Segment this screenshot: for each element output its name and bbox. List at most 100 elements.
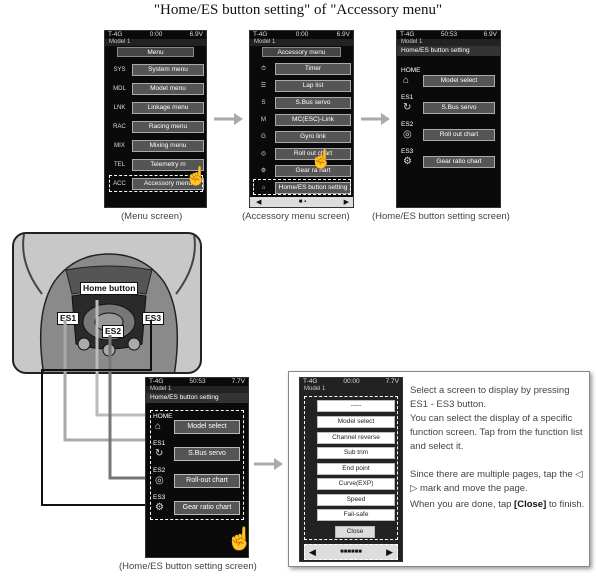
arrow-right-icon xyxy=(361,113,390,125)
es-assign-button[interactable]: Model select xyxy=(423,75,495,87)
accessory-item-button[interactable]: MC(ESC)-Link xyxy=(275,114,351,126)
menu-item-button[interactable]: System menu xyxy=(132,64,204,76)
accessory-item-button[interactable]: Lap list xyxy=(275,80,351,92)
menu-item-button[interactable]: Accessory menu xyxy=(132,178,204,190)
accessory-row[interactable]: ◎Roll out chart xyxy=(255,148,351,160)
menu-item-button[interactable]: Racing menu xyxy=(132,121,204,133)
es-assign-button[interactable]: Roll out chart xyxy=(423,129,495,141)
es-group-icon: ⚙ xyxy=(155,502,164,513)
gyro-icon: G xyxy=(261,133,266,140)
instruction-select-screen: Select a screen to display by pressing E… xyxy=(410,385,570,410)
function-item[interactable]: End point xyxy=(317,462,395,475)
prev-page-icon[interactable]: ◀ xyxy=(309,546,316,557)
screen-header: Home/ES button setting xyxy=(146,393,248,403)
function-list-screen: T-4G 00:00 7.7V Model 1 ----- Model sele… xyxy=(299,377,403,562)
status-model-type: T-4G xyxy=(108,31,123,38)
menu-item-button[interactable]: Model menu xyxy=(132,83,204,95)
timer-icon: ⏱ xyxy=(261,65,266,72)
accessory-screen-caption: (Accessory menu screen) xyxy=(242,211,350,222)
home-icon: ⌂ xyxy=(261,184,266,191)
menu-item-icon: RAC xyxy=(113,123,126,130)
instruction-pages: Since there are multiple pages, tap the … xyxy=(410,468,585,496)
menu-item-button[interactable]: Telemetry m xyxy=(132,159,204,171)
es-group-icon: ⌂ xyxy=(403,75,410,86)
status-model-type: T-4G xyxy=(400,31,415,38)
accessory-item-button[interactable]: Roll out chart xyxy=(275,148,351,160)
next-page-icon[interactable]: ▶ xyxy=(343,199,349,206)
arrow-right-icon xyxy=(254,458,283,470)
function-item[interactable]: Fail-safe xyxy=(317,509,395,521)
accessory-item-button[interactable]: Gear ra hart xyxy=(275,165,351,177)
menu-item-button[interactable]: Mixing menu xyxy=(132,140,204,152)
es-assign-button[interactable]: Roll-out chart xyxy=(174,474,240,488)
arrow-right-icon xyxy=(214,113,243,125)
es-group-label: ES2 xyxy=(401,121,414,128)
es-assign-button[interactable]: Gear ratio chart xyxy=(174,501,240,515)
es1-label: ES1 xyxy=(57,312,80,325)
es-group-icon: ◎ xyxy=(155,475,164,486)
menu-item-icon: ACC xyxy=(113,180,126,187)
home-button-label: Home button xyxy=(80,282,139,295)
hand-pointer-icon: ☝ xyxy=(185,166,207,186)
es-group-label: ES2 xyxy=(153,467,166,474)
menu-row[interactable]: LNK Linkage menu xyxy=(111,102,204,114)
accessory-row[interactable]: ⚙ Gear ra hart xyxy=(255,165,351,177)
status-model-type: T-4G xyxy=(149,378,164,385)
page-nav-bar: ◀ ■■■■■■ ▶ xyxy=(304,544,398,560)
es-assign-button[interactable]: S.Bus servo xyxy=(174,447,240,461)
es-assign-button[interactable]: Gear ratio chart xyxy=(423,156,495,168)
status-voltage: 6.9V xyxy=(336,31,350,38)
function-item-none[interactable]: ----- xyxy=(317,400,395,412)
menu-row[interactable]: RAC Racing menu xyxy=(111,121,204,133)
menu-item-icon: TEL xyxy=(113,161,125,168)
es-group-label: ES1 xyxy=(153,440,166,447)
accessory-row[interactable]: G Gyro link xyxy=(255,131,351,143)
status-voltage: 7.7V xyxy=(385,378,399,385)
accessory-item-button[interactable]: S.Bus servo xyxy=(275,97,351,109)
accessory-screen: T-4G 0:00 6.9V Model 1 Accessory menu ⏱T… xyxy=(249,30,354,208)
status-timer: 00:00 xyxy=(343,378,360,385)
instruction-close: When you are done, tap [Close] to finish… xyxy=(410,498,585,512)
function-list-frame xyxy=(304,396,398,540)
gear-icon: ⚙ xyxy=(260,167,267,174)
menu-row[interactable]: SYS System menu xyxy=(111,64,204,76)
accessory-row[interactable]: ⏱ Timer xyxy=(255,63,351,75)
menu-row[interactable]: TEL Telemetry m xyxy=(111,159,204,171)
dashed-selection-frame xyxy=(150,410,244,520)
function-item[interactable]: Model select xyxy=(317,416,395,428)
dashed-highlight xyxy=(109,175,203,192)
function-item[interactable]: Sub trim xyxy=(317,447,395,459)
status-bar: T-4G 0:00 6.9V xyxy=(250,31,353,39)
menu-item-icon: LNK xyxy=(113,104,126,111)
function-item[interactable]: Curve(EXP) xyxy=(317,478,395,490)
status-bar: T-4G 00:00 7.7V xyxy=(300,378,402,386)
close-button[interactable]: Close xyxy=(335,526,375,538)
menu-item-button[interactable]: Linkage menu xyxy=(132,102,204,114)
menu-row[interactable]: ACC Accessory menu xyxy=(111,178,204,190)
hand-pointer-icon: ☝ xyxy=(226,526,248,552)
function-item[interactable]: Speed xyxy=(317,493,395,506)
function-item[interactable]: Channel reverse xyxy=(317,431,395,444)
es-assign-button[interactable]: Model select xyxy=(174,420,240,434)
prev-page-icon[interactable]: ◀ xyxy=(256,199,262,206)
accessory-item-button[interactable]: Timer xyxy=(275,63,351,75)
status-model-type: T-4G xyxy=(303,378,318,385)
mc-icon: M xyxy=(261,116,266,123)
status-timer: 0:00 xyxy=(295,31,309,38)
model-name: Model 1 xyxy=(397,39,500,46)
status-model-type: T-4G xyxy=(253,31,268,38)
screen-header: Menu xyxy=(117,47,194,57)
es-group-icon: ⚙ xyxy=(403,156,412,167)
accessory-row[interactable]: M MC(ESC)-Link xyxy=(255,114,351,126)
es-group-label: HOME xyxy=(401,67,421,74)
menu-item-icon: SYS xyxy=(113,66,126,73)
status-voltage: 6.9V xyxy=(483,31,497,38)
es-assign-button[interactable]: S.Bus servo xyxy=(423,102,495,114)
next-page-icon[interactable]: ▶ xyxy=(386,546,393,557)
accessory-item-button[interactable]: Gyro link xyxy=(275,131,351,143)
accessory-row[interactable]: ☰Lap list xyxy=(255,80,351,92)
